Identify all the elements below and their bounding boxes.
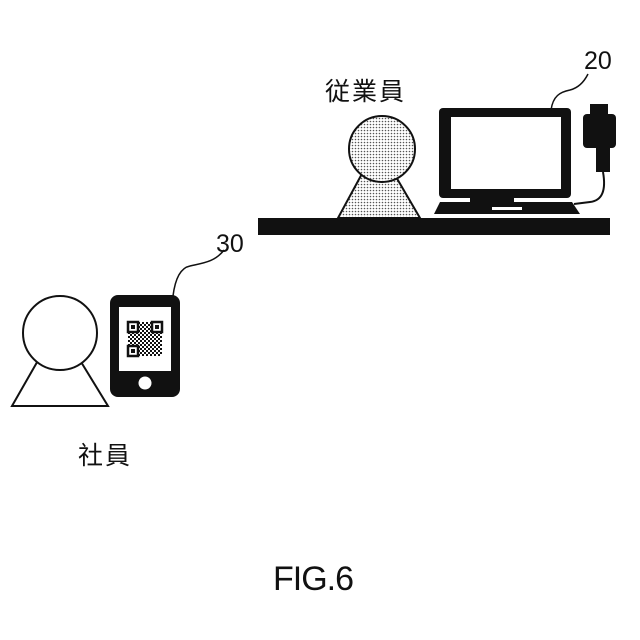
terminal-leader-line: [551, 74, 588, 110]
terminal-ref-label: 20: [584, 47, 612, 76]
desk: [258, 218, 610, 235]
qr-code-icon: [128, 322, 162, 356]
computer-terminal-icon: [434, 108, 580, 214]
phone-ref-label: 30: [216, 230, 244, 259]
staff-person-icon: [338, 116, 420, 218]
card-reader-icon: [574, 104, 616, 204]
employee-person-icon: [12, 296, 108, 406]
figure-caption: FIG.6: [273, 560, 353, 599]
employee-label: 社員: [78, 436, 132, 472]
smartphone-icon: [110, 295, 180, 397]
staff-label: 従業員: [325, 72, 406, 108]
